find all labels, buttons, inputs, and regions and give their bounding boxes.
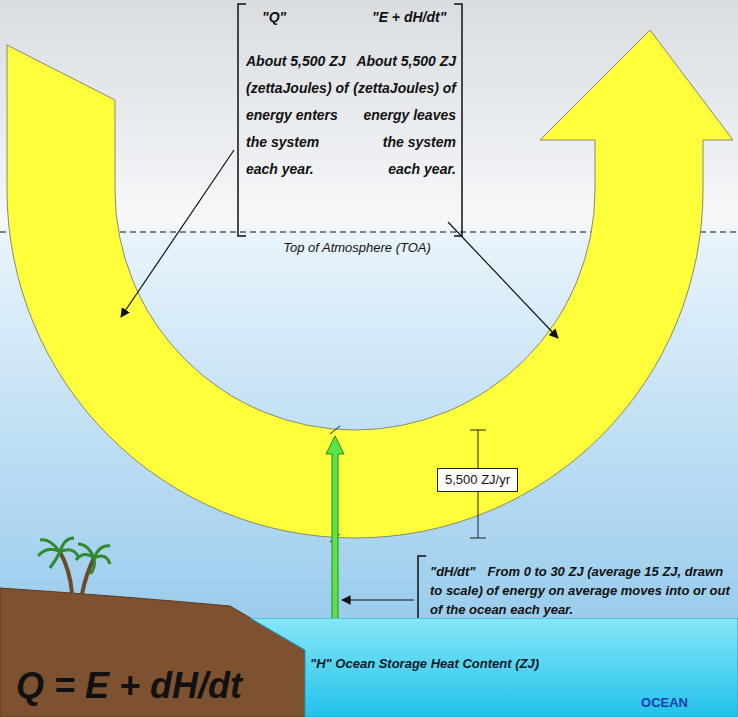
ocean-name: OCEAN xyxy=(641,695,688,711)
energy-flow-arrow xyxy=(7,30,733,538)
leader-arrow xyxy=(448,222,558,338)
dimension-label: 5,500 ZJ/yr xyxy=(445,472,510,488)
term-name: "dH/dt" xyxy=(430,564,476,579)
dimension-tick xyxy=(470,538,486,539)
leader-arrow xyxy=(121,150,234,317)
equation: Q = E + dH/dt xyxy=(16,664,242,708)
note-text: About 5,500 ZJ (zettaJoules) of energy e… xyxy=(246,48,352,183)
boundary-label: Top of Atmosphere (TOA) xyxy=(272,240,442,256)
palm-trunk xyxy=(82,558,94,594)
ocean-water xyxy=(250,618,738,717)
palm-trees xyxy=(38,538,110,594)
palm-trunk xyxy=(60,552,72,593)
ocean-region: "H" Ocean Storage Heat Content (ZJ) OCEAN xyxy=(250,618,738,717)
ocean-heading: "H" Ocean Storage Heat Content (ZJ) xyxy=(310,656,539,672)
dimension-tick xyxy=(470,430,486,431)
leader-arrow xyxy=(342,599,414,600)
palm-fronds xyxy=(76,544,110,574)
land xyxy=(0,588,305,717)
tick-mark xyxy=(330,426,340,434)
bracket xyxy=(238,4,246,236)
dimension-label-box: 5,500 ZJ/yr xyxy=(437,468,518,492)
column-heading: "Q" xyxy=(262,8,286,26)
note-block: "dH/dt"From 0 to 30 ZJ (average 15 ZJ, d… xyxy=(430,562,730,619)
note-text: About 5,500 ZJ (zettaJoules) of energy l… xyxy=(350,48,456,183)
palm-fronds xyxy=(38,538,78,568)
column-heading: "E + dH/dt" xyxy=(372,8,446,26)
